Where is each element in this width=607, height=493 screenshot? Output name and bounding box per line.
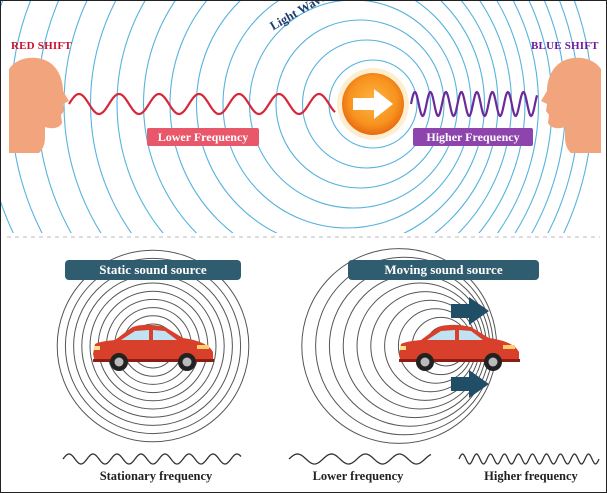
static-source-banner: Static sound source [65,260,241,280]
blue-wave [409,90,539,118]
lower-frequency-pill: Lower Frequency [147,128,259,146]
sun-arrow-icon [337,68,409,140]
higher-frequency-pill: Higher Frequency [413,128,533,146]
stationary-wave [62,453,242,465]
red-shift-label: RED SHIFT [11,40,72,52]
stationary-frequency-caption: Stationary frequency [99,469,213,483]
left-face-icon [9,57,69,153]
static-source-rings [56,249,250,443]
higher-frequency-wave [458,453,600,465]
motion-arrow-icon [451,370,489,398]
car-icon [399,324,520,371]
blue-shift-label: BLUE SHIFT [531,40,599,52]
lower-frequency-caption: Lower frequency [312,469,404,483]
lower-frequency-wave [288,453,432,465]
moving-source-banner: Moving sound source [348,260,539,280]
red-wave [68,92,336,116]
higher-frequency-caption: Higher frequency [484,469,578,483]
right-face-icon [541,57,601,153]
car-icon [93,324,214,371]
motion-arrow-icon [451,297,489,325]
